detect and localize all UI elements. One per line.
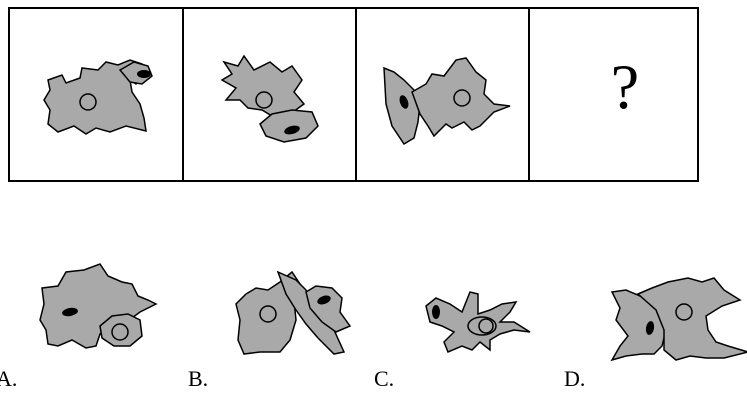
cell-nucleus	[453, 89, 471, 107]
small-cell-shape-2	[305, 285, 352, 333]
option-a-figure[interactable]	[39, 263, 158, 349]
small-cell-shape	[118, 61, 153, 85]
cell-nucleus	[111, 323, 129, 341]
cell-shape	[220, 54, 306, 117]
option-b-figure[interactable]	[235, 270, 352, 355]
dark-nucleus	[645, 321, 655, 335]
option-d-figure[interactable]	[610, 277, 747, 362]
option-label-b[interactable]: B.	[188, 366, 209, 391]
question-mark: ?	[610, 51, 640, 122]
dark-nucleus	[284, 125, 300, 135]
sequence-panel-3	[383, 57, 511, 146]
small-cell-shape	[259, 109, 319, 143]
option-label-c[interactable]: C.	[374, 366, 395, 391]
small-cell-shape	[276, 270, 346, 355]
cell-nucleus	[478, 318, 494, 334]
cell-nucleus	[255, 91, 273, 109]
sequence-panel-2	[220, 54, 319, 143]
cell-shape	[636, 277, 747, 361]
dark-nucleus	[62, 307, 78, 317]
cell-nucleus	[675, 303, 693, 321]
dark-nucleus	[432, 305, 440, 319]
dark-nucleus	[137, 70, 151, 78]
option-label-d[interactable]: D.	[564, 366, 586, 391]
dark-nucleus	[399, 95, 409, 109]
option-c-figure[interactable]	[425, 291, 531, 353]
dark-nucleus	[317, 295, 331, 305]
cell-nucleus	[259, 305, 277, 323]
option-label-a[interactable]: A.	[0, 366, 18, 391]
cell-nucleus	[79, 93, 97, 111]
sequence-panel-1	[43, 59, 153, 135]
